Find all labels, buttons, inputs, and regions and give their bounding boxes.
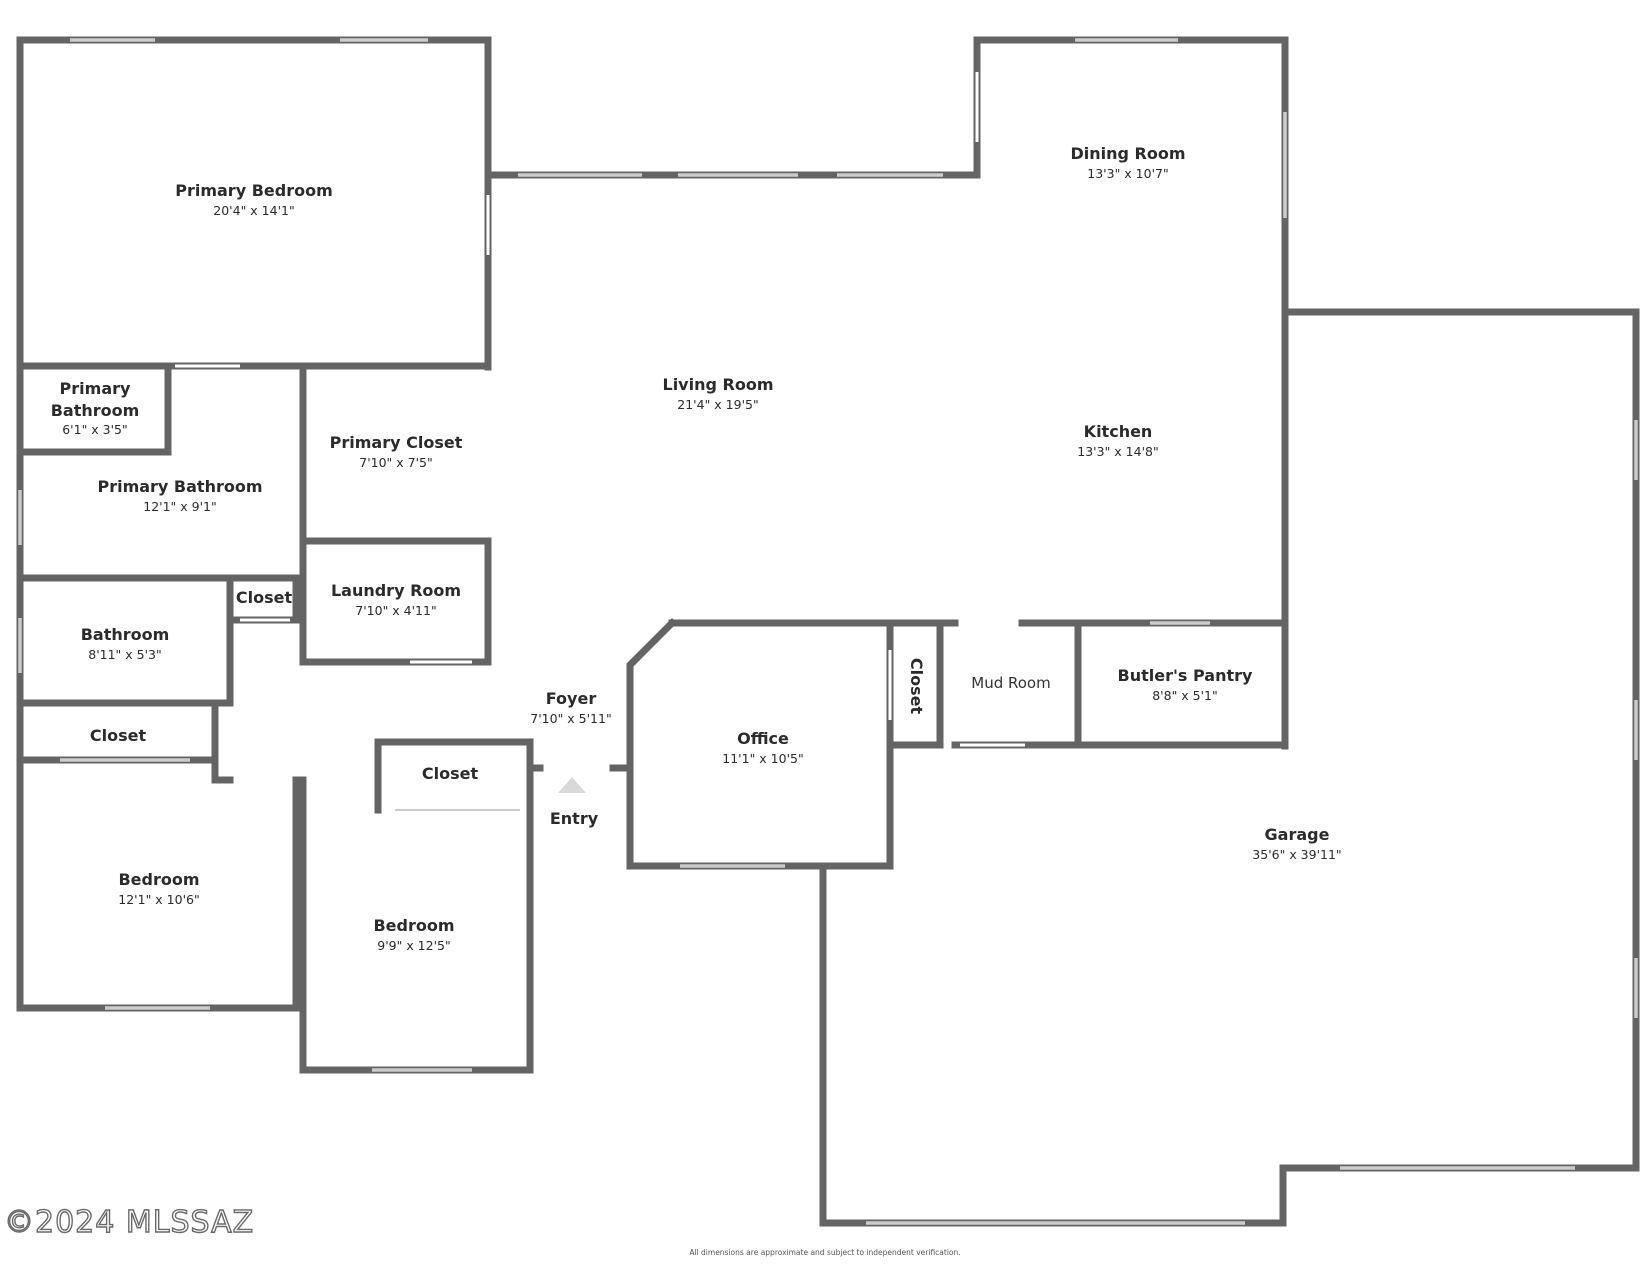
label-entry: Entry	[550, 809, 599, 828]
label-closet-mid: Closet	[422, 764, 479, 783]
dim-foyer: 7'10" x 5'11"	[530, 711, 611, 726]
label-bathroom: Bathroom	[81, 625, 170, 644]
wall-office	[626, 618, 894, 870]
walls	[16, 36, 1640, 1227]
label-closet-office: Closet	[907, 658, 926, 715]
wall-primary-closet	[299, 362, 492, 545]
dim-bathroom: 8'11" x 5'3"	[88, 647, 161, 662]
dim-bedroom-mid: 9'9" x 12'5"	[377, 938, 450, 953]
label-primary-bathroom-small-2: Bathroom	[51, 401, 140, 420]
label-mud-room: Mud Room	[971, 674, 1050, 692]
dim-bedroom-left: 12'1" x 10'6"	[118, 892, 199, 907]
dim-primary-bedroom: 20'4" x 14'1"	[213, 203, 294, 218]
label-garage: Garage	[1265, 825, 1330, 844]
disclaimer-text: All dimensions are approximate and subje…	[689, 1248, 960, 1257]
label-laundry-room: Laundry Room	[331, 581, 461, 600]
label-foyer: Foyer	[546, 689, 597, 708]
label-primary-bathroom: Primary Bathroom	[97, 477, 262, 496]
dim-primary-closet: 7'10" x 7'5"	[359, 455, 432, 470]
room-labels: Primary Bedroom 20'4" x 14'1" Primary Ba…	[51, 144, 1342, 953]
wall-laundry	[299, 537, 492, 666]
dim-butlers-pantry: 8'8" x 5'1"	[1152, 688, 1218, 703]
label-primary-closet: Primary Closet	[330, 433, 463, 452]
label-butlers-pantry: Butler's Pantry	[1118, 666, 1253, 685]
label-office: Office	[737, 729, 789, 748]
dim-kitchen: 13'3" x 14'8"	[1077, 444, 1158, 459]
wall-left-closet	[16, 706, 234, 784]
label-closet-hall: Closet	[236, 588, 293, 607]
wall-mid-closet	[374, 738, 534, 814]
wall-bathroom	[16, 574, 234, 707]
wall-bedroom-left	[292, 738, 534, 1074]
label-closet-left: Closet	[90, 726, 147, 745]
dim-living-room: 21'4" x 19'5"	[677, 397, 758, 412]
label-primary-bedroom: Primary Bedroom	[175, 181, 333, 200]
label-dining-room: Dining Room	[1070, 144, 1185, 163]
label-bedroom-left: Bedroom	[118, 870, 199, 889]
copyright-watermark: ©2024 MLSSAZ	[4, 1205, 254, 1240]
dim-dining-room: 13'3" x 10'7"	[1087, 166, 1168, 181]
label-living-room: Living Room	[663, 375, 774, 394]
dim-office: 11'1" x 10'5"	[722, 751, 803, 766]
wall-garage-outer	[819, 308, 1640, 1227]
dim-primary-bathroom-small: 6'1" x 3'5"	[62, 422, 128, 437]
dim-garage: 35'6" x 39'11"	[1252, 847, 1341, 862]
wall-primary-bath-small	[16, 362, 172, 456]
entry-arrow-icon	[558, 777, 586, 793]
label-primary-bathroom-small-1: Primary	[60, 379, 131, 398]
label-bedroom-mid: Bedroom	[373, 916, 454, 935]
dim-primary-bathroom: 12'1" x 9'1"	[143, 499, 216, 514]
windows	[18, 38, 1638, 1225]
dim-laundry-room: 7'10" x 4'11"	[355, 603, 436, 618]
label-kitchen: Kitchen	[1084, 422, 1153, 441]
